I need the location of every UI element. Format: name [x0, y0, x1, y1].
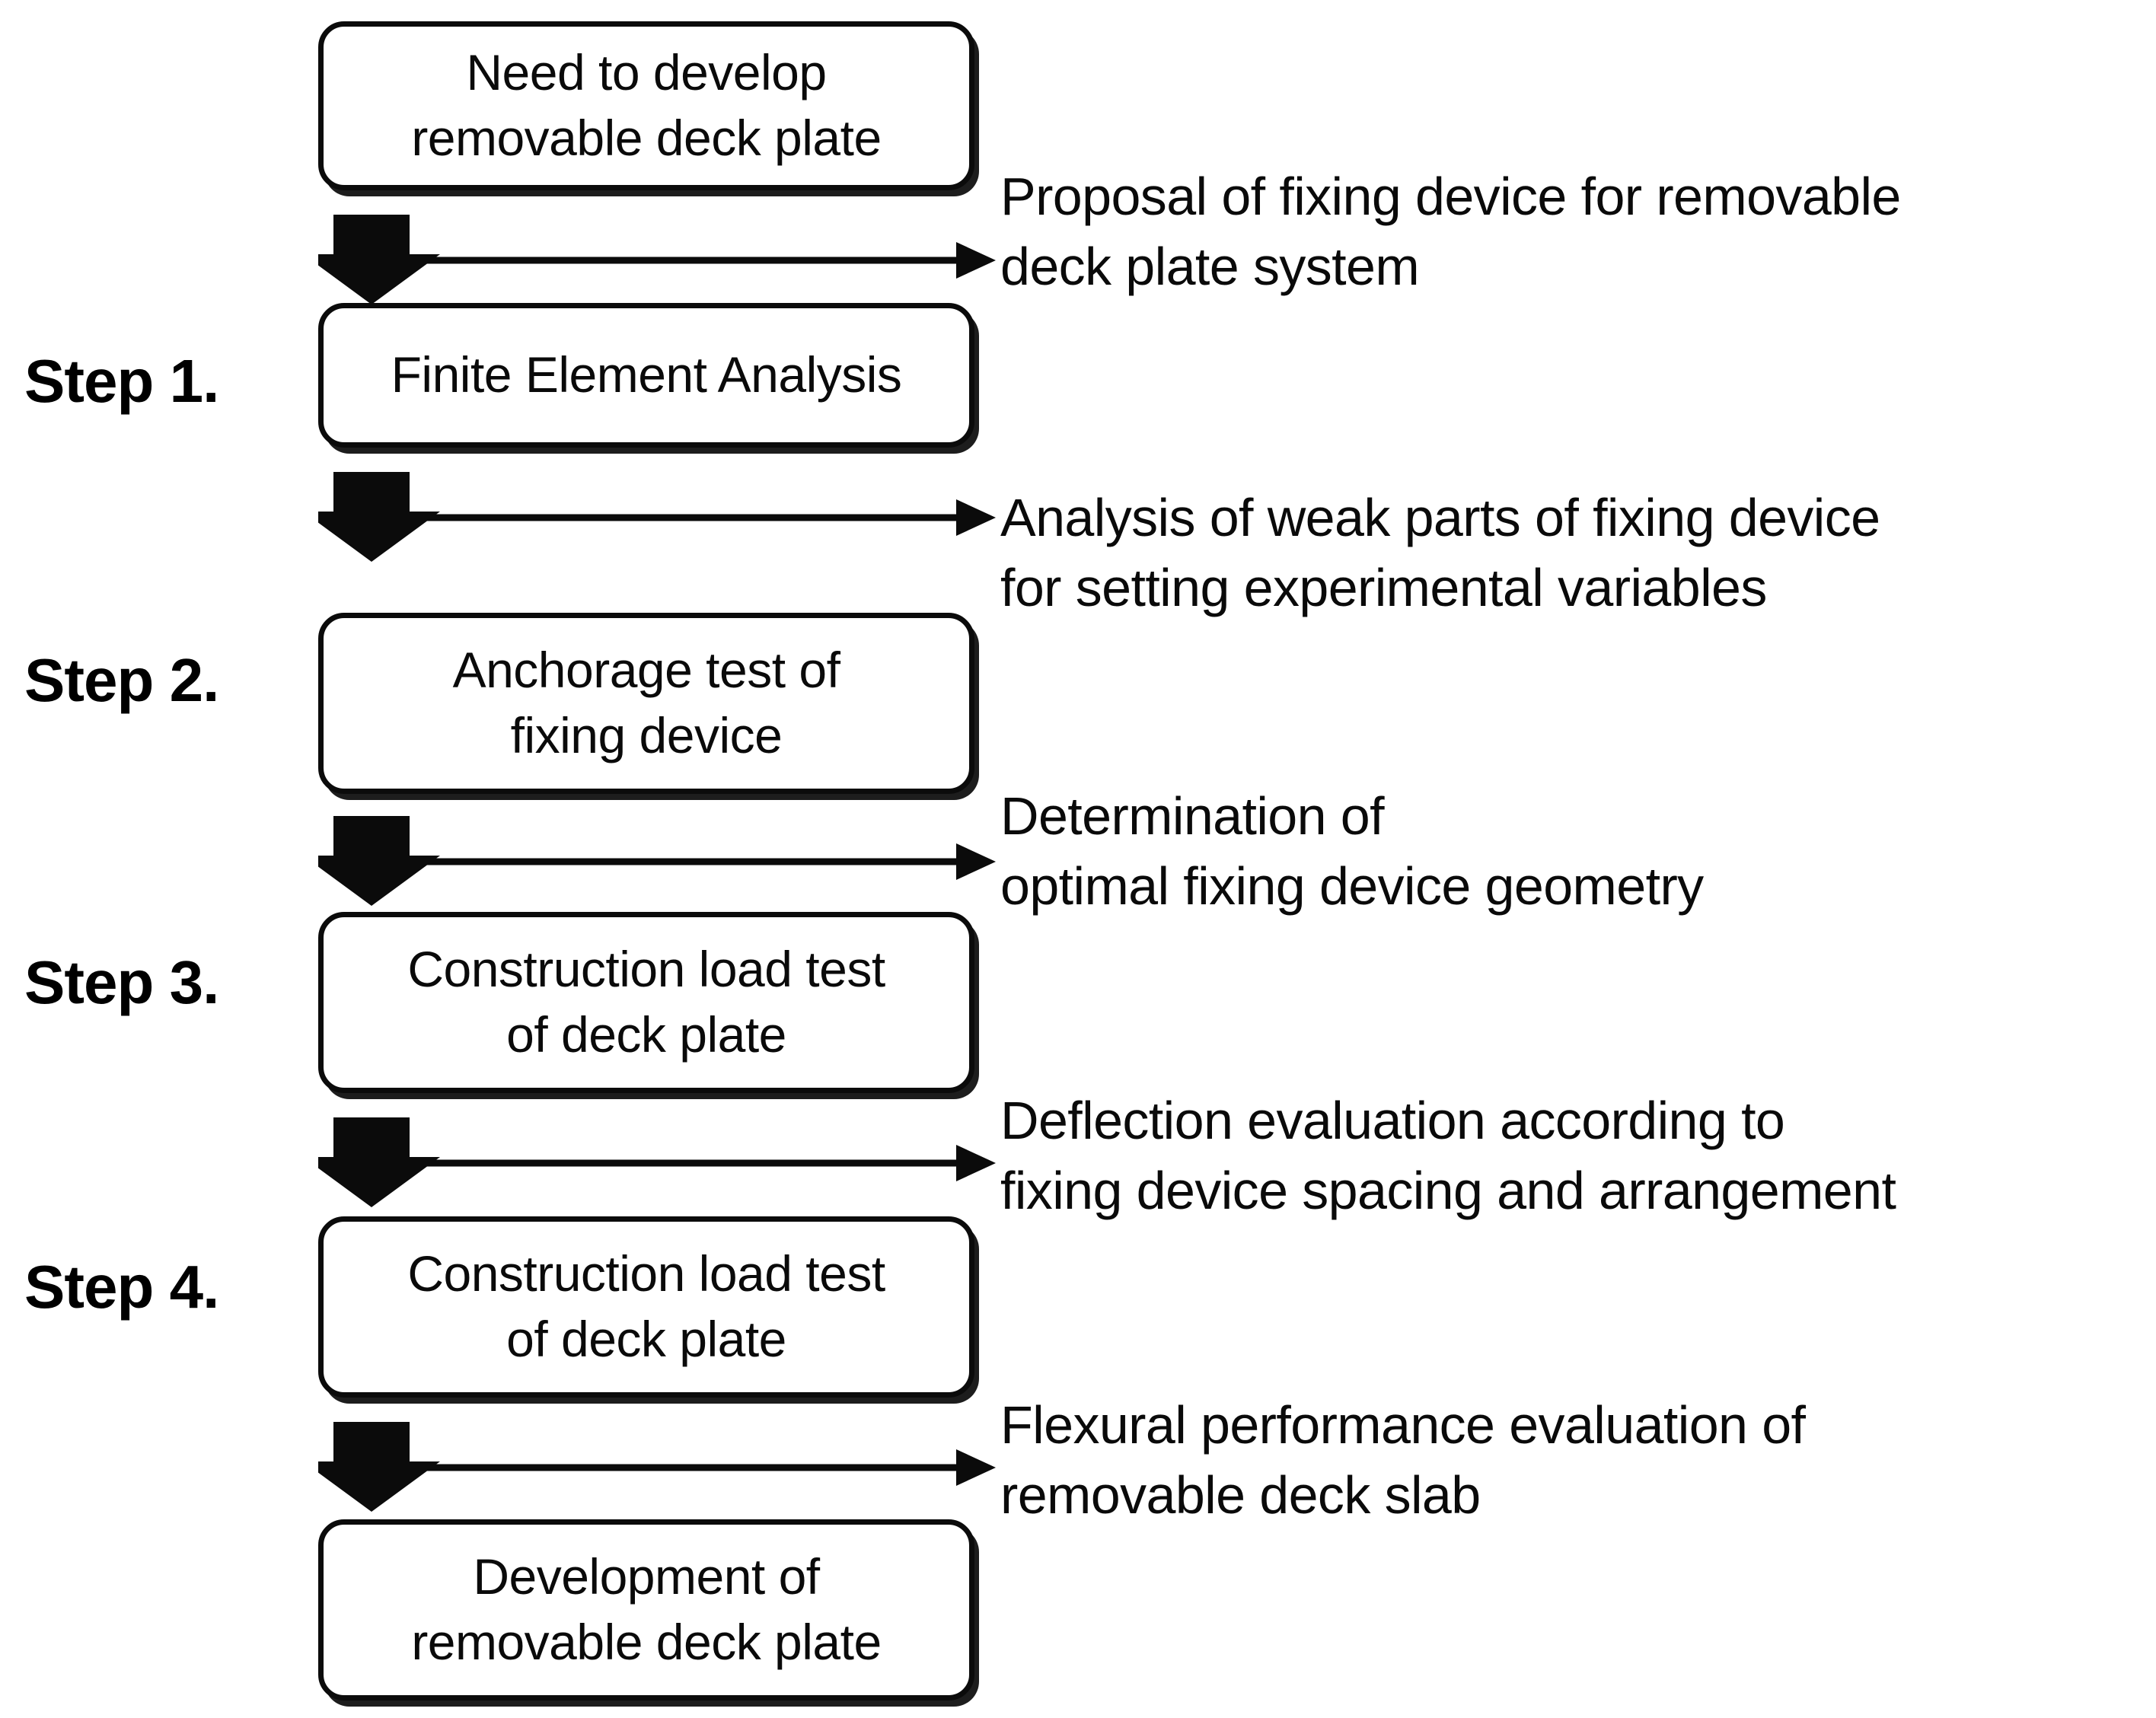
arrow-right-icon — [423, 499, 996, 536]
arrow-right-icon — [423, 1449, 996, 1486]
annotation-5: Flexural performance evaluation of remov… — [1000, 1395, 1806, 1525]
connector-5 — [318, 1422, 1003, 1513]
flow-box-label: Anchorage test of fixing device — [452, 642, 840, 763]
step-label-4: Step 4. — [24, 1253, 219, 1321]
flow-box-construction-load-test-1: Construction load test of deck plate — [318, 912, 974, 1093]
flow-box-development: Development of removable deck plate — [318, 1519, 974, 1700]
connector-4 — [318, 1117, 1003, 1209]
flow-box-label: Construction load test of deck plate — [407, 941, 885, 1063]
block-arrow-down-icon — [318, 816, 440, 906]
connector-3 — [318, 816, 1003, 907]
block-arrow-down-icon — [318, 472, 440, 562]
arrow-right-icon — [423, 843, 996, 880]
annotation-1: Proposal of fixing device for removable … — [1000, 167, 1901, 297]
connector-2 — [318, 472, 1003, 563]
flow-box-label: Need to develop removable deck plate — [411, 44, 882, 166]
flow-box-label: Construction load test of deck plate — [407, 1245, 885, 1367]
step-label-1: Step 1. — [24, 347, 219, 415]
flow-box-anchorage-test: Anchorage test of fixing device — [318, 613, 974, 794]
annotation-3: Determination of optimal fixing device g… — [1000, 786, 1704, 916]
block-arrow-down-icon — [318, 1422, 440, 1512]
flow-box-finite-element-analysis: Finite Element Analysis — [318, 303, 974, 448]
flow-box-construction-load-test-2: Construction load test of deck plate — [318, 1216, 974, 1398]
connector-1 — [318, 215, 1003, 306]
flow-box-label: Development of removable deck plate — [411, 1548, 882, 1670]
flow-box-need-to-develop: Need to develop removable deck plate — [318, 21, 974, 190]
block-arrow-down-icon — [318, 1117, 440, 1207]
arrow-right-icon — [423, 1145, 996, 1181]
block-arrow-down-icon — [318, 215, 440, 304]
annotation-2: Analysis of weak parts of fixing device … — [1000, 488, 1880, 618]
arrow-right-icon — [423, 242, 996, 279]
step-label-2: Step 2. — [24, 646, 219, 714]
step-label-3: Step 3. — [24, 948, 219, 1016]
annotation-4: Deflection evaluation according to fixin… — [1000, 1091, 1896, 1221]
flow-box-label: Finite Element Analysis — [391, 346, 902, 403]
